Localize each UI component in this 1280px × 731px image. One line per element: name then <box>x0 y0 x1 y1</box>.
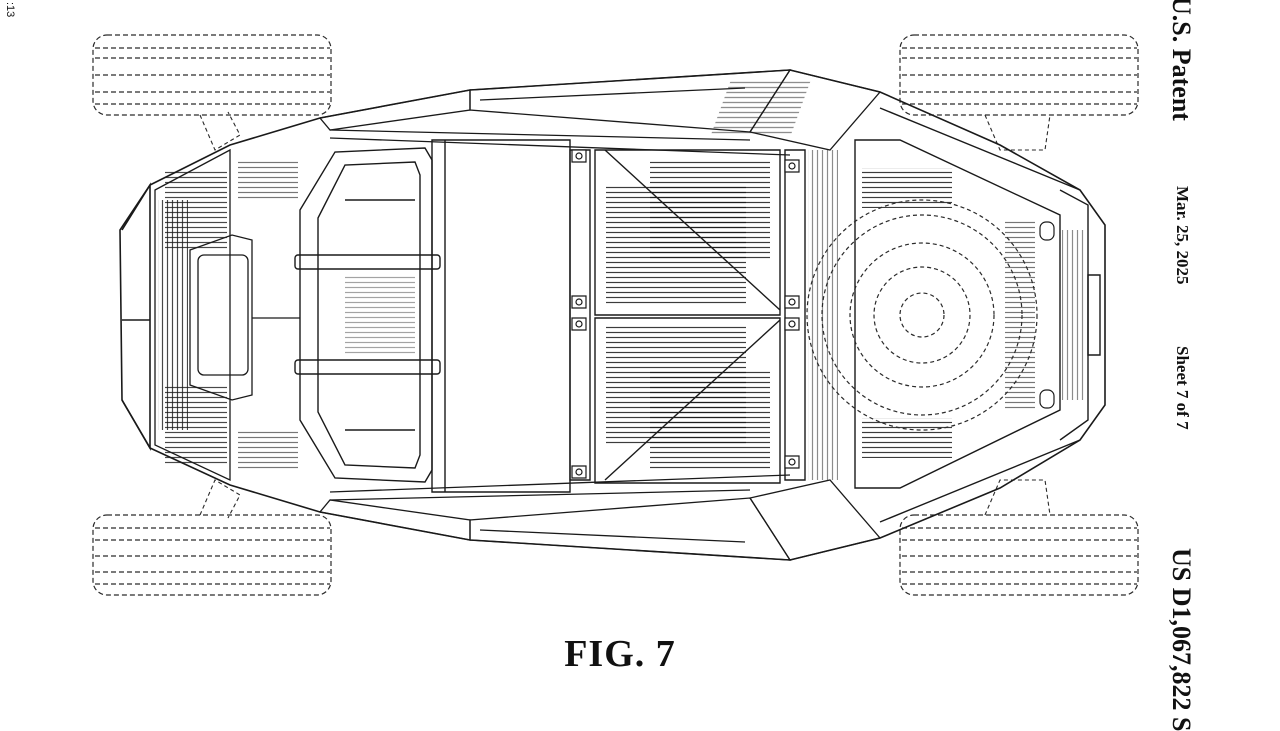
side-rail-top <box>320 70 880 155</box>
wheel-rear-top <box>900 35 1138 115</box>
wheel-front-top <box>93 35 331 115</box>
front-hatch-lower-2 <box>238 430 298 470</box>
patent-date: Mar. 25, 2025 <box>1173 186 1192 285</box>
rail-hatch-top <box>710 80 811 135</box>
suspension-links <box>200 112 1050 518</box>
sheet-number: Sheet 7 of 7 <box>1173 346 1192 430</box>
patent-label: U.S. Patent <box>1167 0 1196 121</box>
figure-label: FIG. 7 <box>564 633 676 675</box>
front-hatch-bottom <box>165 385 227 465</box>
front-tub <box>295 148 440 482</box>
floor-bolts <box>572 150 799 478</box>
side-rail-bottom <box>320 475 880 560</box>
spare-tire <box>807 200 1037 430</box>
rear-hatch-bottom <box>862 418 952 458</box>
rear-hatch-top <box>862 168 952 208</box>
rear-side-hatch <box>1005 220 1035 410</box>
front-tub-hatch <box>345 275 415 355</box>
floor-panel-hatch-4 <box>650 370 770 470</box>
front-hatch-top <box>165 170 227 250</box>
floor-panel-hatch-2 <box>650 160 770 260</box>
rear-mounts <box>1040 222 1054 408</box>
front-hatch-upper-2 <box>238 160 298 200</box>
rear-bumper-hatch <box>1062 230 1084 400</box>
rear-section <box>855 108 1100 522</box>
wheel-rear-bottom <box>900 515 1138 595</box>
rear-rail-hatch <box>808 150 838 480</box>
wheel-front-bottom <box>93 515 331 595</box>
patent-number: US D1,067,822 S <box>1167 548 1196 731</box>
front-skid-plate <box>155 150 300 480</box>
